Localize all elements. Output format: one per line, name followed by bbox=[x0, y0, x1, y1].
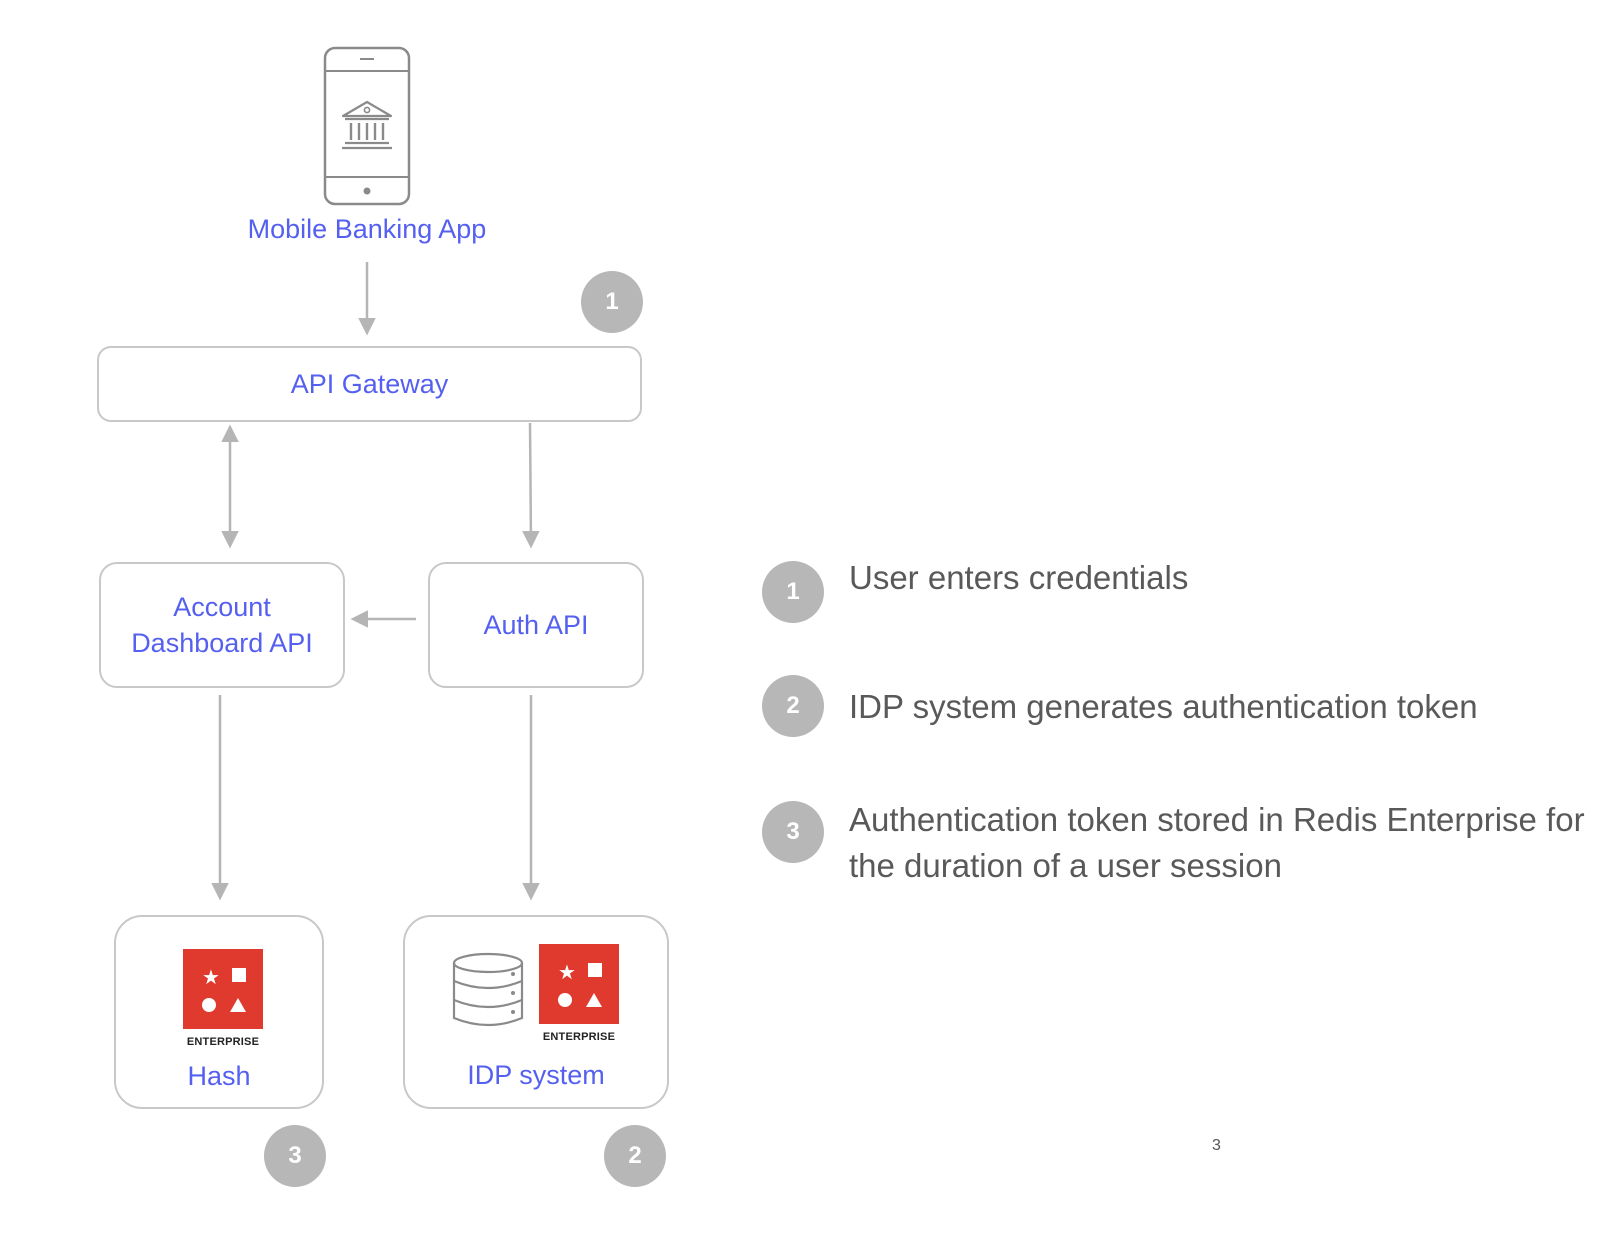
step-text-2: IDP system generates authentication toke… bbox=[849, 688, 1478, 725]
svg-text:★: ★ bbox=[558, 960, 576, 984]
arrow-gateway-to-auth bbox=[522, 422, 540, 549]
step-text-3: Authentication token stored in Redis Ent… bbox=[849, 801, 1585, 884]
idp-system-label: IDP system bbox=[467, 1060, 605, 1090]
step-badge-3: 3 bbox=[762, 801, 824, 863]
step-badge-2: 2 bbox=[762, 675, 824, 737]
redis-enterprise-logo: ★ bbox=[539, 944, 619, 1024]
api-gateway-node bbox=[97, 346, 642, 422]
page-number: 3 bbox=[1212, 1137, 1221, 1154]
hash-label: Hash bbox=[187, 1061, 251, 1091]
account-dashboard-label-line1: Account bbox=[173, 592, 271, 622]
step-badge-1: 1 bbox=[762, 561, 824, 623]
api-gateway-label: API Gateway bbox=[290, 369, 449, 399]
step-text-1: User enters credentials bbox=[849, 559, 1189, 596]
database-icon bbox=[452, 952, 524, 1027]
svg-text:★: ★ bbox=[202, 965, 220, 989]
auth-api-node bbox=[428, 562, 644, 688]
redis-enterprise-logo: ★ bbox=[183, 949, 263, 1029]
enterprise-label: ENTERPRISE bbox=[186, 1036, 260, 1048]
idp-step-badge: 2 bbox=[604, 1125, 666, 1187]
bank-icon bbox=[341, 100, 393, 150]
gateway-step-badge: 1 bbox=[581, 271, 643, 333]
hash-step-badge: 3 bbox=[264, 1125, 326, 1187]
idp-system-node bbox=[403, 915, 669, 1109]
account-dashboard-label-line2: Dashboard API bbox=[131, 628, 313, 658]
auth-api-label: Auth API bbox=[483, 610, 589, 640]
account-dashboard-api-node bbox=[99, 562, 345, 688]
mobile-app-label: Mobile Banking App bbox=[247, 214, 487, 244]
enterprise-label: ENTERPRISE bbox=[542, 1031, 616, 1043]
